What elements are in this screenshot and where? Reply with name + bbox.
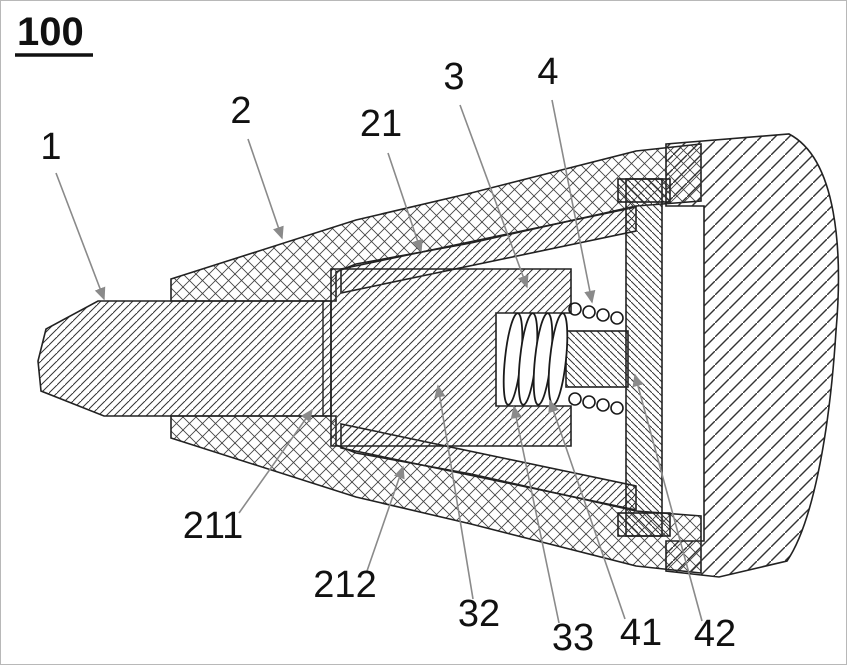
part-small-spring-top [568, 302, 624, 325]
ref-label-212: 212 [313, 564, 376, 606]
leader-2 [247, 138, 284, 240]
ref-label-41: 41 [620, 612, 662, 654]
leader-33 [510, 405, 560, 624]
part-small-spring-bottom [568, 392, 624, 415]
leader-lines [55, 99, 703, 624]
ref-label-32: 32 [458, 593, 500, 635]
leader-41 [548, 399, 626, 620]
ref-label-1: 1 [40, 126, 61, 168]
leader-32 [434, 384, 474, 600]
ref-label-42: 42 [694, 613, 736, 655]
leader-212 [366, 465, 405, 572]
ref-label-211: 211 [183, 505, 244, 547]
leader-42 [632, 373, 703, 622]
leader-4 [551, 99, 596, 304]
part-flange-bar [625, 178, 663, 537]
part-flange-stem [565, 330, 629, 388]
leader-3 [459, 104, 529, 289]
leader-211 [238, 408, 313, 514]
leader-21 [387, 152, 423, 253]
ref-label-4: 4 [537, 51, 558, 93]
part-flange-cap-bottom [617, 512, 671, 537]
figure-number: 100 [17, 10, 84, 54]
part-tip-shaft [37, 300, 332, 417]
part-main-body [665, 133, 840, 578]
ref-label-33: 33 [552, 617, 594, 659]
part-flange-cap-top [617, 178, 671, 203]
part-holder-block [330, 268, 572, 447]
leader-1 [55, 172, 106, 301]
ref-label-2: 2 [230, 90, 251, 132]
part-coil-spring [502, 312, 569, 406]
ref-label-21: 21 [360, 103, 402, 145]
ref-label-3: 3 [443, 56, 464, 98]
